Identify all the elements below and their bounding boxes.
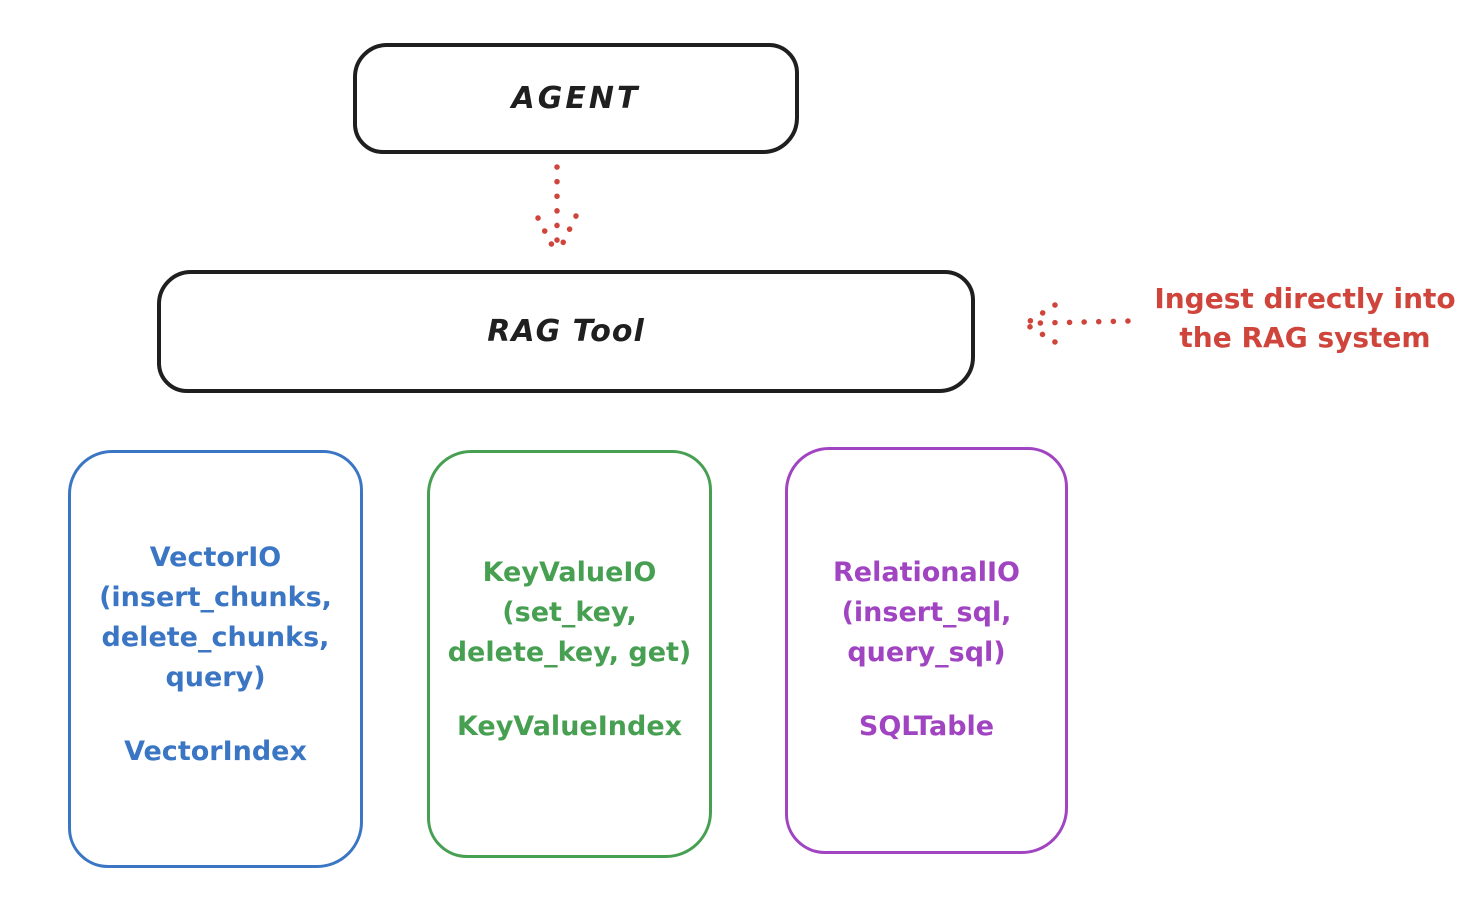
relational-io-node: RelationalIO (insert_sql, query_sql) SQLTa… — [785, 447, 1068, 854]
ingest-annotation-line1: Ingest directly into — [1154, 282, 1456, 315]
text-line: KeyValueIO — [482, 557, 657, 588]
text-line: delete_key, get) — [447, 637, 692, 668]
vector-index-label: VectorIndex — [124, 736, 307, 767]
keyvalue-io-text: KeyValueIO (set_key, delete_key, get) — [430, 553, 709, 673]
sql-table-label: SQLTable — [858, 711, 995, 742]
rag-tool-node-label: RAG Tool — [487, 314, 645, 349]
text-line: (insert_sql, — [841, 597, 1012, 628]
keyvalue-io-node: KeyValueIO (set_key, delete_key, get) KeyV… — [427, 450, 712, 858]
text-line: (set_key, — [502, 597, 637, 628]
ingest-arrow — [1024, 302, 1131, 345]
vector-io-node: VectorIO (insert_chunks, delete_chunks,que… — [68, 450, 363, 868]
text-line: query) — [165, 662, 266, 693]
keyvalue-index-label: KeyValueIndex — [456, 711, 683, 742]
text-line: VectorIO — [149, 542, 282, 573]
ingest-annotation-line2: the RAG system — [1179, 321, 1431, 354]
rag-tool-node: RAG Tool — [157, 270, 975, 393]
ingest-annotation: Ingest directly into the RAG system — [1140, 279, 1470, 357]
text-line: query_sql) — [847, 637, 1006, 668]
text-line: delete_chunks, — [101, 622, 330, 653]
relational-io-text: RelationalIO (insert_sql, query_sql) — [788, 553, 1065, 673]
agent-node-label: AGENT — [511, 81, 641, 116]
agent-to-rag-arrow — [535, 164, 579, 254]
text-line: RelationalIO — [833, 557, 1020, 588]
vector-io-text: VectorIO (insert_chunks, delete_chunks,que… — [71, 538, 360, 698]
agent-node: AGENT — [353, 43, 799, 154]
text-line: (insert_chunks, — [99, 582, 332, 613]
